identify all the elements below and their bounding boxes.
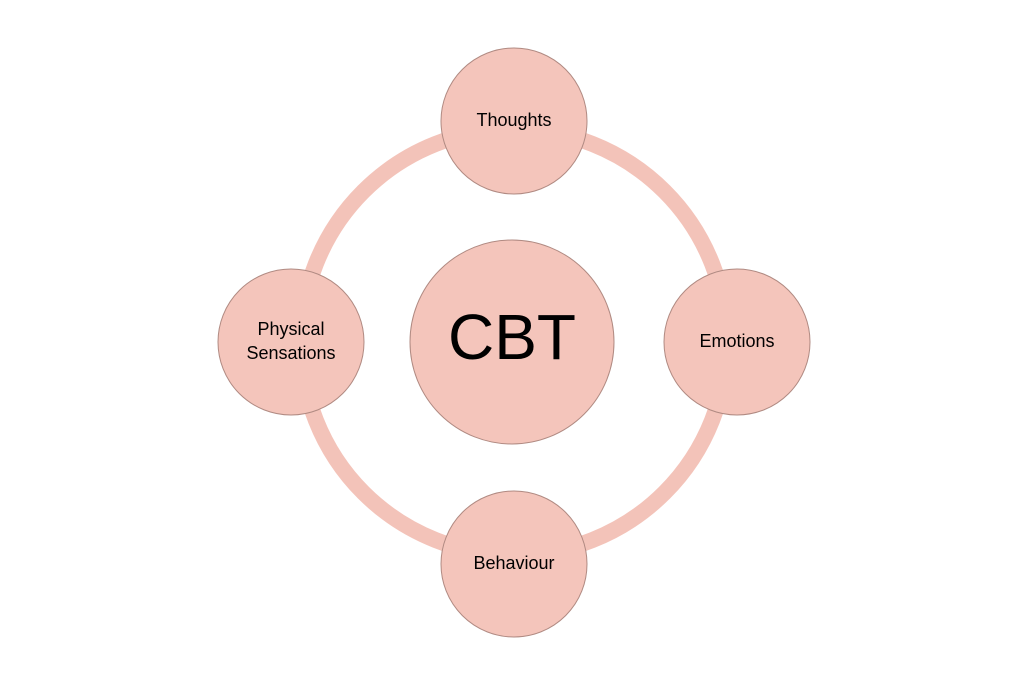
center-node: CBT (409, 239, 615, 445)
node-physical-sensations: Physical Sensations (217, 268, 365, 416)
node-behaviour-circle (440, 490, 588, 638)
node-thoughts: Thoughts (440, 47, 588, 195)
node-thoughts-circle (440, 47, 588, 195)
node-emotions-label: Emotions (699, 331, 774, 351)
node-physical-sensations-circle (217, 268, 365, 416)
node-physical-sensations-label-line-2: Sensations (246, 343, 335, 363)
center-node-circle (409, 239, 615, 445)
node-physical-sensations-label-line-1: Physical (257, 319, 324, 339)
node-behaviour-label: Behaviour (473, 553, 554, 573)
node-emotions-circle (663, 268, 811, 416)
node-emotions: Emotions (663, 268, 811, 416)
center-node-label: CBT (448, 301, 576, 373)
node-behaviour: Behaviour (440, 490, 588, 638)
node-thoughts-label: Thoughts (476, 110, 551, 130)
